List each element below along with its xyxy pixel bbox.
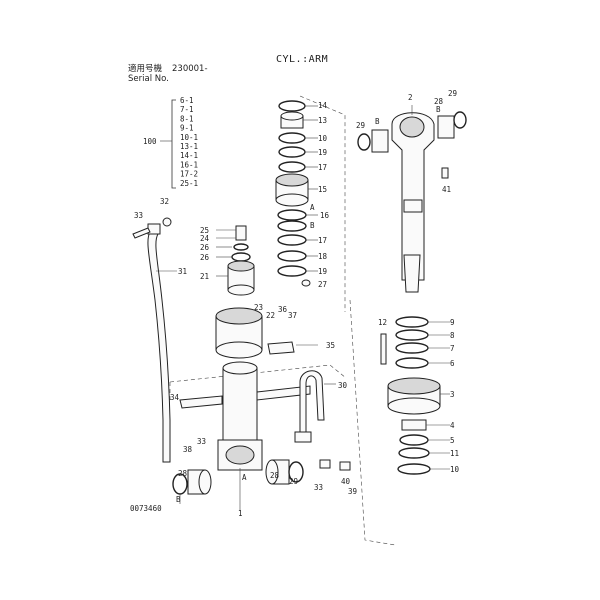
callout: 3 [450,390,455,399]
callout: 31 [178,267,187,276]
serial-label-en: Serial No. [128,74,169,84]
callout: 35 [326,341,335,350]
callout: 28 [270,471,280,480]
callout: 17 [318,236,327,245]
cylinder-head [215,307,295,359]
callouts-left-pipe: 33 32 31 [134,197,187,276]
diagram-title: CYL.:ARM [276,54,328,65]
callout: B [176,495,181,504]
callout: B [375,117,380,126]
callout: 1 [238,509,243,518]
piston-rod [357,111,467,293]
callout: 14 [318,101,328,110]
callout: 23 [254,303,263,312]
callout: 30 [338,381,348,390]
callout: 41 [442,185,451,194]
callout: 37 [288,311,297,320]
callout: 13 [318,116,327,125]
callouts-bolts: 36 37 35 [278,305,335,350]
kit-item: 14-1 [180,151,198,160]
callout: 33 [134,211,143,220]
callouts-rod-stack: 14 13 10 19 17 15 A 16 B 17 18 19 27 [310,101,330,289]
callout: 16 [320,211,330,220]
kit-list: 100 6-17-18-19-110-113-114-116-117-225-1 [143,96,198,189]
callout: 9 [450,318,455,327]
callout: 29 [356,121,365,130]
callouts-tube: 30 34 38 33 28 28 29 33 40 39 A B 1 [170,381,357,518]
callout: 17 [318,163,327,172]
callout: 19 [318,148,327,157]
callout: 34 [170,393,180,402]
callout: 33 [197,437,206,446]
callout: 4 [450,421,455,430]
kit-item: 16-1 [180,160,198,169]
callout: 21 [200,272,209,281]
callout: 7 [450,344,455,353]
gland-assembly [227,225,255,296]
callout: 32 [160,197,169,206]
callout: B [310,221,315,230]
tube-bushings [172,459,351,495]
piston-assembly [380,316,441,475]
callout: 27 [318,280,327,289]
callout: 2 [408,93,413,102]
kit-item: 9-1 [180,124,194,133]
callout: 12 [378,318,387,327]
drawing-number: 0073460 [130,504,162,513]
cylinder-tube [179,361,311,471]
callout: 25 [200,226,209,235]
callout: 10 [318,134,328,143]
callout: 36 [278,305,288,314]
callout: 22 [266,311,275,320]
callout: 29 [448,89,457,98]
callout: 38 [183,445,193,454]
callout: B [436,105,441,114]
kit-item: 10-1 [180,133,198,142]
kit-items: 6-17-18-19-110-113-114-116-117-225-1 [180,96,198,188]
right-pipe [294,370,325,443]
callouts-piston: 9 8 7 6 3 4 5 11 10 [450,318,460,474]
callout: A [242,473,247,482]
callout: 39 [348,487,357,496]
callout: 8 [450,331,455,340]
callout: 15 [318,185,327,194]
callout: 40 [341,477,351,486]
callouts-rod-side: 2 29 28 29 B B 41 12 [356,89,457,327]
callout: 26 [200,243,210,252]
callout: 26 [200,253,210,262]
callout: 6 [450,359,455,368]
kit-item: 17-2 [180,170,198,179]
callout: 19 [318,267,327,276]
callout: 33 [314,483,323,492]
kit-item: 6-1 [180,96,194,105]
callout: A [310,203,315,212]
callout: 10 [450,465,460,474]
callout: 11 [450,449,459,458]
kit-item: 25-1 [180,179,198,188]
kit-item: 7-1 [180,105,194,114]
bracket-icon [171,99,176,189]
kit-item: 8-1 [180,114,194,123]
callout: 28 [434,97,444,106]
callout: 28 [178,469,188,478]
kit-number: 100 [143,137,157,146]
callout: 18 [318,252,328,261]
callout: 5 [450,436,455,445]
left-pipe [132,217,172,463]
kit-item: 13-1 [180,142,198,151]
serial-value: 230001- [172,64,208,74]
leader-line-icon [156,105,450,510]
callout: 29 [289,477,298,486]
serial-label-jp: 適用号機 [128,63,163,74]
rod-seal-stack [275,100,311,287]
callouts-gland: 25 24 26 26 21 23 22 [200,226,275,320]
callout: 24 [200,234,210,243]
